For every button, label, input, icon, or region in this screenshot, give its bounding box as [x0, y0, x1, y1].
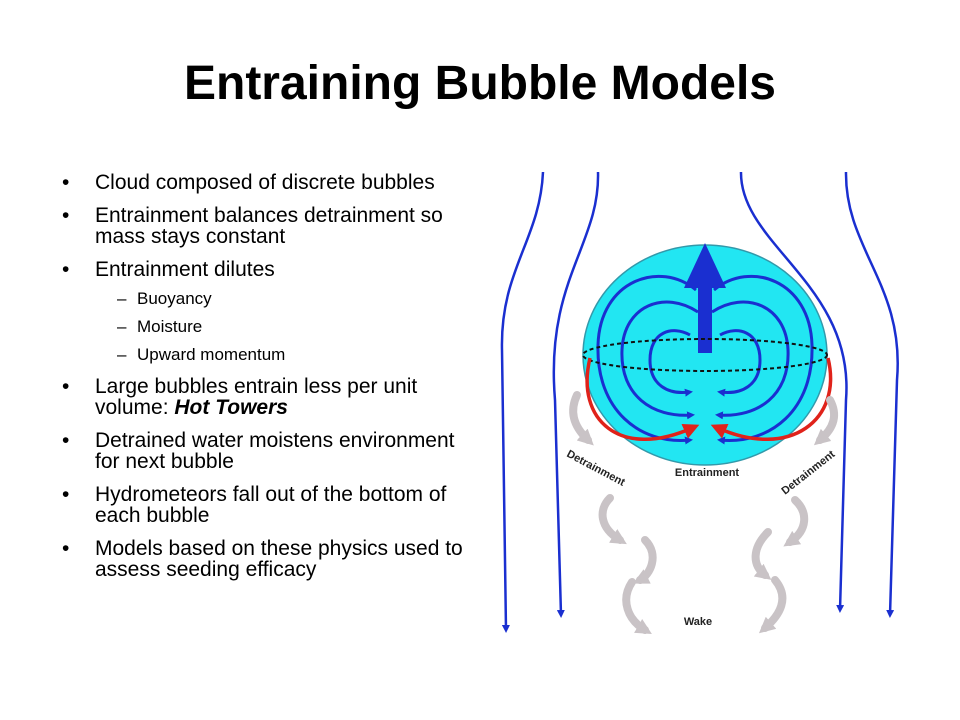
detrain-arrow-right-1 — [813, 396, 839, 446]
streamline-inner-left — [552, 171, 600, 618]
bullet-item: Hydrometeors fall out of the bottom of e… — [62, 484, 472, 526]
sub-bullet-item: Buoyancy — [62, 289, 472, 309]
bullet-item: Large bubbles entrain less per unit volu… — [62, 376, 472, 418]
environment-streamlines — [500, 171, 899, 633]
entrainment-arrows — [585, 357, 833, 441]
label-wake: Wake — [684, 616, 712, 628]
updraft-arrowhead — [684, 243, 726, 288]
bullet-text: Detrained water moistens environment for… — [95, 429, 455, 473]
streamline-outer-left — [500, 171, 545, 633]
bullet-text: Hydrometeors fall out of the bottom of e… — [95, 483, 447, 527]
sub-bullet-text: Upward momentum — [137, 345, 286, 364]
streamline-inner-right — [739, 171, 848, 613]
bullet-item: Entrainment dilutes Buoyancy Moisture Up… — [62, 259, 472, 364]
vortex-right-mid — [711, 300, 790, 420]
bullet-item: Models based on these physics used to as… — [62, 538, 472, 580]
internal-circulation — [596, 274, 814, 445]
vortex-right-outer — [713, 274, 814, 445]
vortex-right-inner — [717, 329, 762, 397]
entrainment-ring — [582, 338, 828, 372]
entrainment-arrow-right — [710, 357, 833, 441]
sub-bullet-item: Upward momentum — [62, 345, 472, 365]
label-detrainment-left: Detrainment — [565, 448, 628, 489]
sub-bullet-text: Buoyancy — [137, 289, 212, 308]
detrain-arrow-left-1 — [569, 391, 594, 446]
bullet-item: Cloud composed of discrete bubbles — [62, 172, 472, 193]
streamline-outer-right — [844, 171, 899, 618]
bullet-text: Cloud composed of discrete bubbles — [95, 171, 435, 194]
bubble-diagram: Entrainment Detrainment Detrainment Wake — [500, 171, 899, 635]
label-detrainment-right: Detrainment — [779, 448, 837, 497]
wake-arrows — [569, 391, 839, 635]
vortex-left-outer — [596, 274, 697, 445]
bullet-item: Detrained water moistens environment for… — [62, 430, 472, 472]
hot-towers-emphasis: Hot Towers — [174, 396, 288, 419]
bullet-item: Entrainment balances detrainment so mass… — [62, 205, 472, 247]
entrainment-arrow-left — [585, 357, 700, 441]
vortex-left-inner — [648, 329, 693, 397]
wake-arrow-left-bottom — [622, 578, 652, 635]
detrain-arrow-left-2 — [598, 494, 627, 545]
wake-arrow-right-bottom — [758, 576, 787, 634]
central-updraft — [684, 243, 726, 353]
sub-bullet-list: Buoyancy Moisture Upward momentum — [62, 289, 472, 365]
vortex-left-mid — [620, 300, 699, 420]
bullet-text: Entrainment balances detrainment so mass… — [95, 204, 443, 248]
detrain-arrow-right-2 — [783, 496, 809, 547]
bullet-text: Entrainment dilutes — [95, 258, 275, 281]
sub-bullet-text: Moisture — [137, 317, 203, 336]
bullet-text: Large bubbles entrain less per unit volu… — [95, 375, 418, 419]
detrain-arrow-right-3 — [751, 528, 772, 580]
detrain-arrow-left-3 — [632, 536, 657, 584]
sub-bullet-item: Moisture — [62, 317, 472, 337]
updraft-shaft — [698, 283, 712, 353]
label-entrainment: Entrainment — [675, 467, 740, 479]
bullet-text: Models based on these physics used to as… — [95, 537, 463, 581]
bullet-list: Cloud composed of discrete bubbles Entra… — [62, 172, 472, 592]
slide-title: Entraining Bubble Models — [183, 57, 776, 110]
